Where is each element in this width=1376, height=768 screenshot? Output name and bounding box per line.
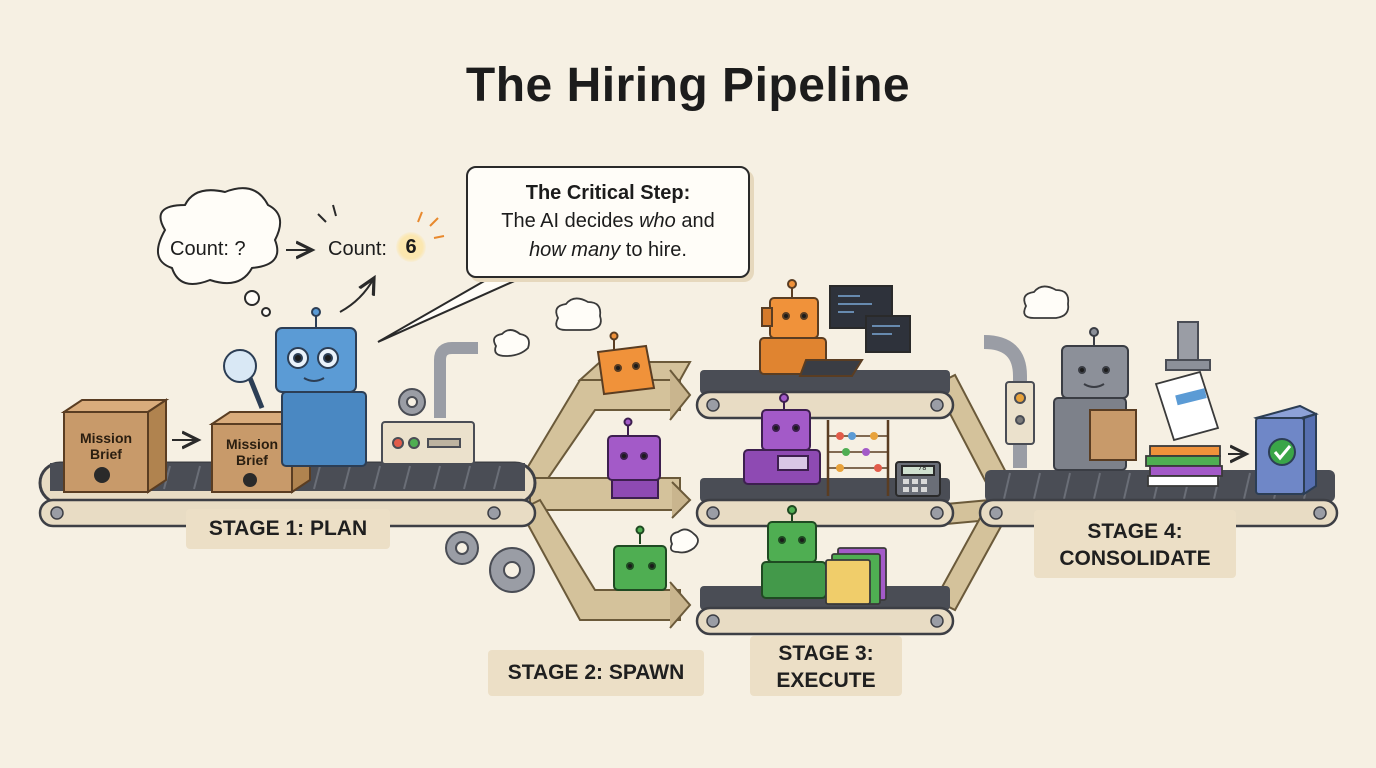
mission-brief-label: Mission Brief: [64, 430, 148, 462]
callout-emphasis: how many: [529, 239, 621, 261]
filer-robot-icon: [761, 505, 827, 599]
stage-1-label: STAGE 1: PLAN: [186, 509, 390, 549]
callout-heading: The Critical Step:: [525, 182, 691, 204]
page-title: The Hiring Pipeline: [465, 59, 911, 112]
callout-emphasis: who: [639, 210, 676, 232]
calculator-screen: 78: [918, 464, 927, 472]
stage-label-text: CONSOLIDATE: [1059, 547, 1211, 570]
code-monitor-icon: [829, 285, 911, 353]
callout-text: to hire.: [620, 239, 687, 261]
orange-robot-icon: [596, 331, 656, 396]
abacus-icon: [826, 420, 890, 496]
coder-robot-icon: [759, 279, 864, 377]
stage-4-label: STAGE 4: CONSOLIDATE: [1034, 510, 1236, 578]
box-label-line1: Mission: [79, 430, 133, 446]
count-resolved-label: Count:: [328, 238, 387, 260]
stage-label-text: STAGE 3:: [778, 642, 874, 665]
stage-2-label: STAGE 2: SPAWN: [488, 650, 704, 696]
cloud-icon: [493, 285, 1070, 554]
box-label-line2: Brief: [90, 446, 122, 462]
stage-label-text: STAGE 2: SPAWN: [507, 661, 685, 684]
stage-label-text: EXECUTE: [776, 669, 876, 692]
consolidator-robot-icon: [1053, 327, 1137, 471]
spark-icon: [417, 211, 445, 239]
callout-tail: [377, 271, 531, 343]
gear-icon: [398, 388, 535, 593]
mission-brief-box-icon: [60, 398, 170, 494]
callout-line2: how many to hire.: [468, 237, 748, 263]
calculator-icon: [895, 461, 941, 497]
callout-text: The AI decides: [501, 210, 640, 232]
planner-robot-icon: [223, 307, 367, 467]
pipe-icon: [983, 335, 1035, 468]
green-robot-icon: [613, 525, 667, 591]
box-label-line2: Brief: [236, 452, 268, 468]
spark-icon: [317, 204, 337, 223]
folders-icon: [825, 547, 887, 605]
thought-cloud-icon: [157, 187, 282, 317]
documents-icon: [1145, 370, 1223, 487]
stage-label-text: STAGE 4:: [1087, 520, 1183, 543]
purple-robot-icon: [607, 417, 661, 499]
critical-step-callout: The Critical Step: The AI decides who an…: [466, 166, 750, 278]
conveyor-stage3-top: [695, 370, 955, 420]
stage-3-label: STAGE 3: EXECUTE: [750, 636, 902, 696]
arrow-icon: [339, 278, 374, 313]
callout-line1: The AI decides who and: [468, 208, 748, 234]
machine-icon: [381, 342, 478, 465]
stage-label-text: STAGE 1: PLAN: [208, 517, 368, 540]
press-icon: [1165, 321, 1211, 371]
binder-check-icon: [1253, 404, 1319, 496]
analyst-robot-icon: [743, 393, 821, 485]
box-label-line1: Mission: [225, 436, 279, 452]
count-unknown-text: Count: ?: [170, 238, 246, 260]
callout-text: and: [675, 210, 715, 232]
count-value-badge: 6: [396, 232, 426, 262]
mission-brief-label: Mission Brief: [212, 436, 292, 468]
